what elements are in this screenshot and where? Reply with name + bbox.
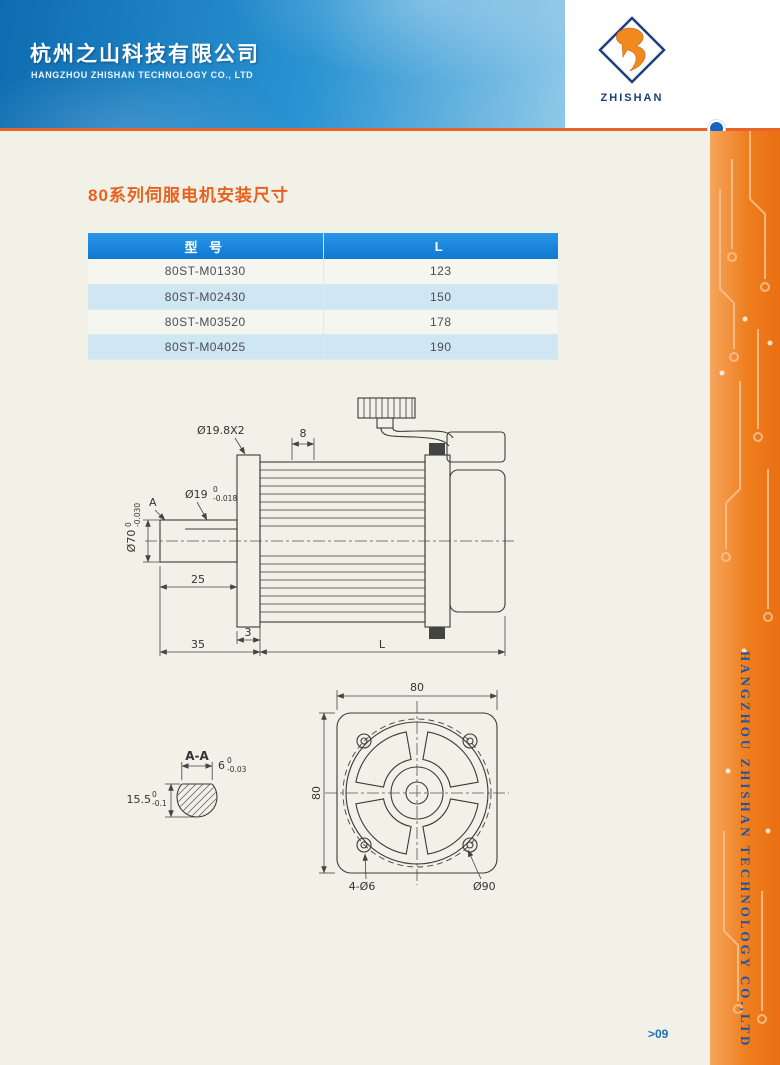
table-row: 80ST-M01330 123 [88,259,558,285]
dim-L-label: L [379,638,386,651]
length-cell: 123 [323,259,558,285]
dim-8-label: 8 [300,427,307,440]
table-row: 80ST-M03520 178 [88,309,558,335]
dim-guard-diameter-label: Ø90 [473,880,496,893]
section-arrow-a-label: A [149,496,157,509]
column-header-length: L [323,233,558,259]
dim-3-label: 3 [245,626,252,639]
model-cell: 80ST-M03520 [88,309,324,335]
model-cell: 80ST-M04025 [88,334,324,360]
section-aa-drawing: A-A 6 0 -0.03 15.5 0 -0.1 [127,749,247,818]
dim-pilot-tol-top: 0 [124,522,133,527]
dim-mounting-holes-label: 4-Ø6 [349,880,376,893]
dim-35-label: 35 [191,638,205,651]
dim-flange-width-label: 80 [410,681,424,694]
dim-key-width-tol-bottom: -0.03 [227,765,247,774]
sidebar-vertical-company-name: HANGZHOU ZHISHAN TECHNOLOGY CO.,LTD [738,651,753,1049]
model-cell: 80ST-M01330 [88,259,324,285]
divider-line [0,128,780,131]
connector-assembly [357,397,506,463]
main-content: 80系列伺服电机安装尺寸 型 号 L 80ST-M01330 123 80ST-… [0,131,710,1065]
side-view-drawing: Ø19.8X2 8 A Ø19 0 -0.018 Ø70 0 -0.030 25 [124,397,517,656]
dim-flange-height-label: 80 [310,786,323,800]
circuit-pattern-decoration [719,131,773,1024]
dimension-table: 型 号 L 80ST-M01330 123 80ST-M02430 150 80… [88,233,558,360]
company-name-en: HANGZHOU ZHISHAN TECHNOLOGY CO., LTD [31,70,254,80]
dim-shaft-diameter-label: Ø19 [185,488,208,501]
dim-pilot-tol-bottom: -0.030 [133,503,142,527]
motor-dimension-drawing: Ø19.8X2 8 A Ø19 0 -0.018 Ø70 0 -0.030 25 [124,397,517,893]
company-name-cn: 杭州之山科技有限公司 [30,43,260,66]
dim-key-depth-tol-top: 0 [152,790,157,799]
page-number: >09 [648,1027,669,1041]
dim-key-width-label: 6 [218,759,225,772]
dim-pilot-diameter-label: Ø70 [125,530,138,553]
column-header-model: 型 号 [88,233,324,259]
logo-wordmark: ZHISHAN [600,92,664,104]
dim-key-depth-tol-bottom: -0.1 [152,799,167,808]
cooling-fins [260,469,425,613]
length-cell: 190 [323,334,558,360]
table-row: 80ST-M02430 150 [88,284,558,310]
dim-pilot-diameter: Ø70 0 -0.030 [124,503,142,553]
dim-25-label: 25 [191,573,205,586]
header-banner: 杭州之山科技有限公司 HANGZHOU ZHISHAN TECHNOLOGY C… [0,0,565,128]
dim-key-width-tol-top: 0 [227,756,232,765]
model-cell: 80ST-M02430 [88,284,324,310]
section-label: A-A [185,749,209,763]
table-header-row: 型 号 L [88,233,558,259]
zhishan-diamond-logo-icon [598,16,666,84]
page-title: 80系列伺服电机安装尺寸 [88,186,289,205]
sidebar: HANGZHOU ZHISHAN TECHNOLOGY CO.,LTD [710,131,780,1065]
dim-shaft-tol-bottom: -0.018 [213,494,237,503]
dim-shaft-tol-top: 0 [213,485,218,494]
section-hatching [177,777,217,817]
dim-key-depth-label: 15.5 [127,793,152,806]
dim-ring-diameter-label: Ø19.8X2 [197,424,245,437]
front-view-drawing: 80 80 4-Ø6 Ø90 [310,681,509,893]
company-logo: ZHISHAN [587,14,677,104]
logo-area: ZHISHAN [565,0,780,128]
length-cell: 178 [323,309,558,335]
length-cell: 150 [323,284,558,310]
table-row: 80ST-M04025 190 [88,334,558,360]
